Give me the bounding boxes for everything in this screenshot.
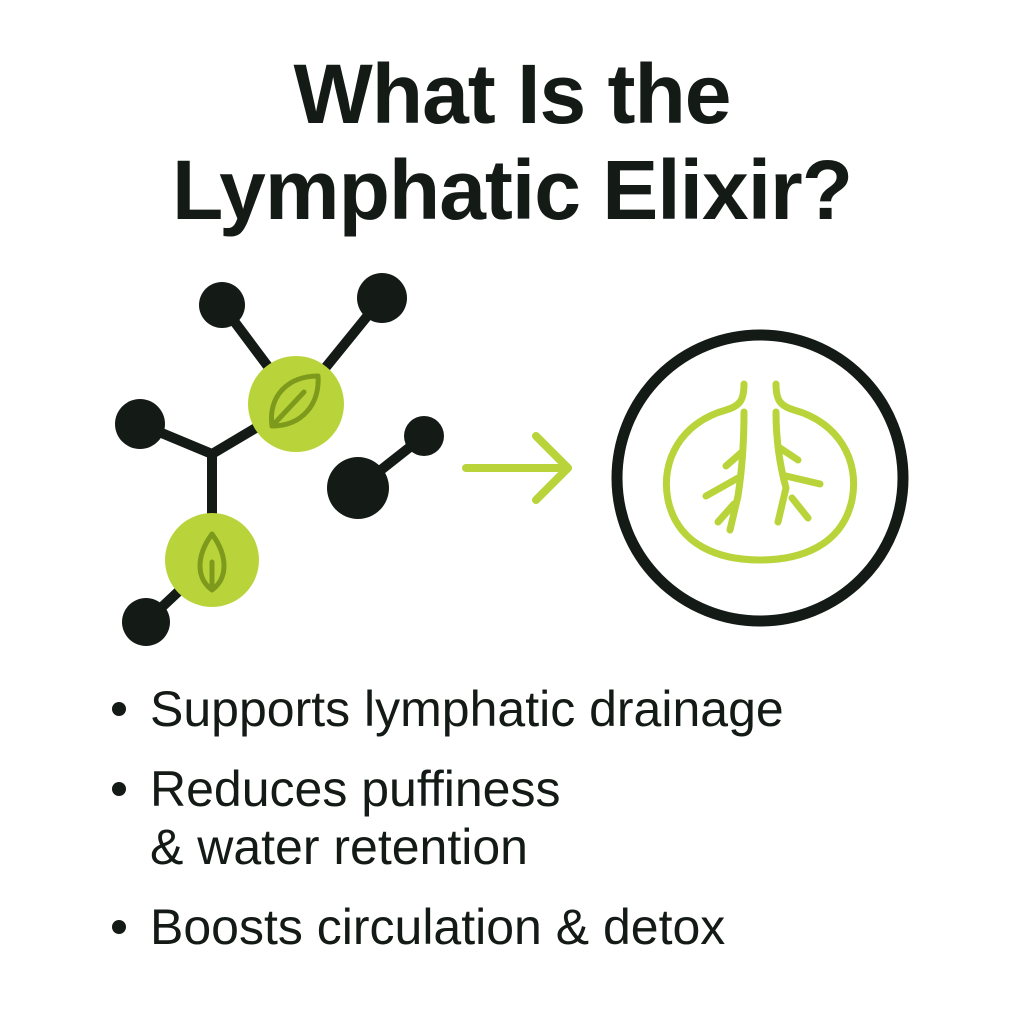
list-item: Reduces puffiness & water retention <box>112 760 992 876</box>
benefit-text-continued: & water retention <box>150 819 528 875</box>
benefit-text: Reduces puffiness <box>150 761 561 817</box>
benefit-text: Supports lymphatic drainage <box>150 681 784 737</box>
list-item: Supports lymphatic drainage <box>112 680 992 738</box>
illustration <box>115 273 909 646</box>
list-item: Boosts circulation & detox <box>112 898 992 956</box>
title-line-2: Lymphatic Elixir? <box>171 143 853 237</box>
bullet-icon <box>112 702 126 716</box>
molecule-with-leaves-icon <box>115 273 444 646</box>
leaf-node-top <box>248 356 344 452</box>
bullet-icon <box>112 782 126 796</box>
title-line-1: What Is the <box>293 47 731 141</box>
benefit-text: Boosts circulation & detox <box>150 899 726 955</box>
bullet-icon <box>112 920 126 934</box>
page-title: What Is the Lymphatic Elixir? <box>0 46 1024 238</box>
leaf-node-bottom <box>165 513 259 607</box>
benefits-list: Supports lymphatic drainage Reduces puff… <box>112 680 992 978</box>
arrow-right-icon <box>462 432 572 504</box>
lymph-node-icon <box>611 329 909 627</box>
